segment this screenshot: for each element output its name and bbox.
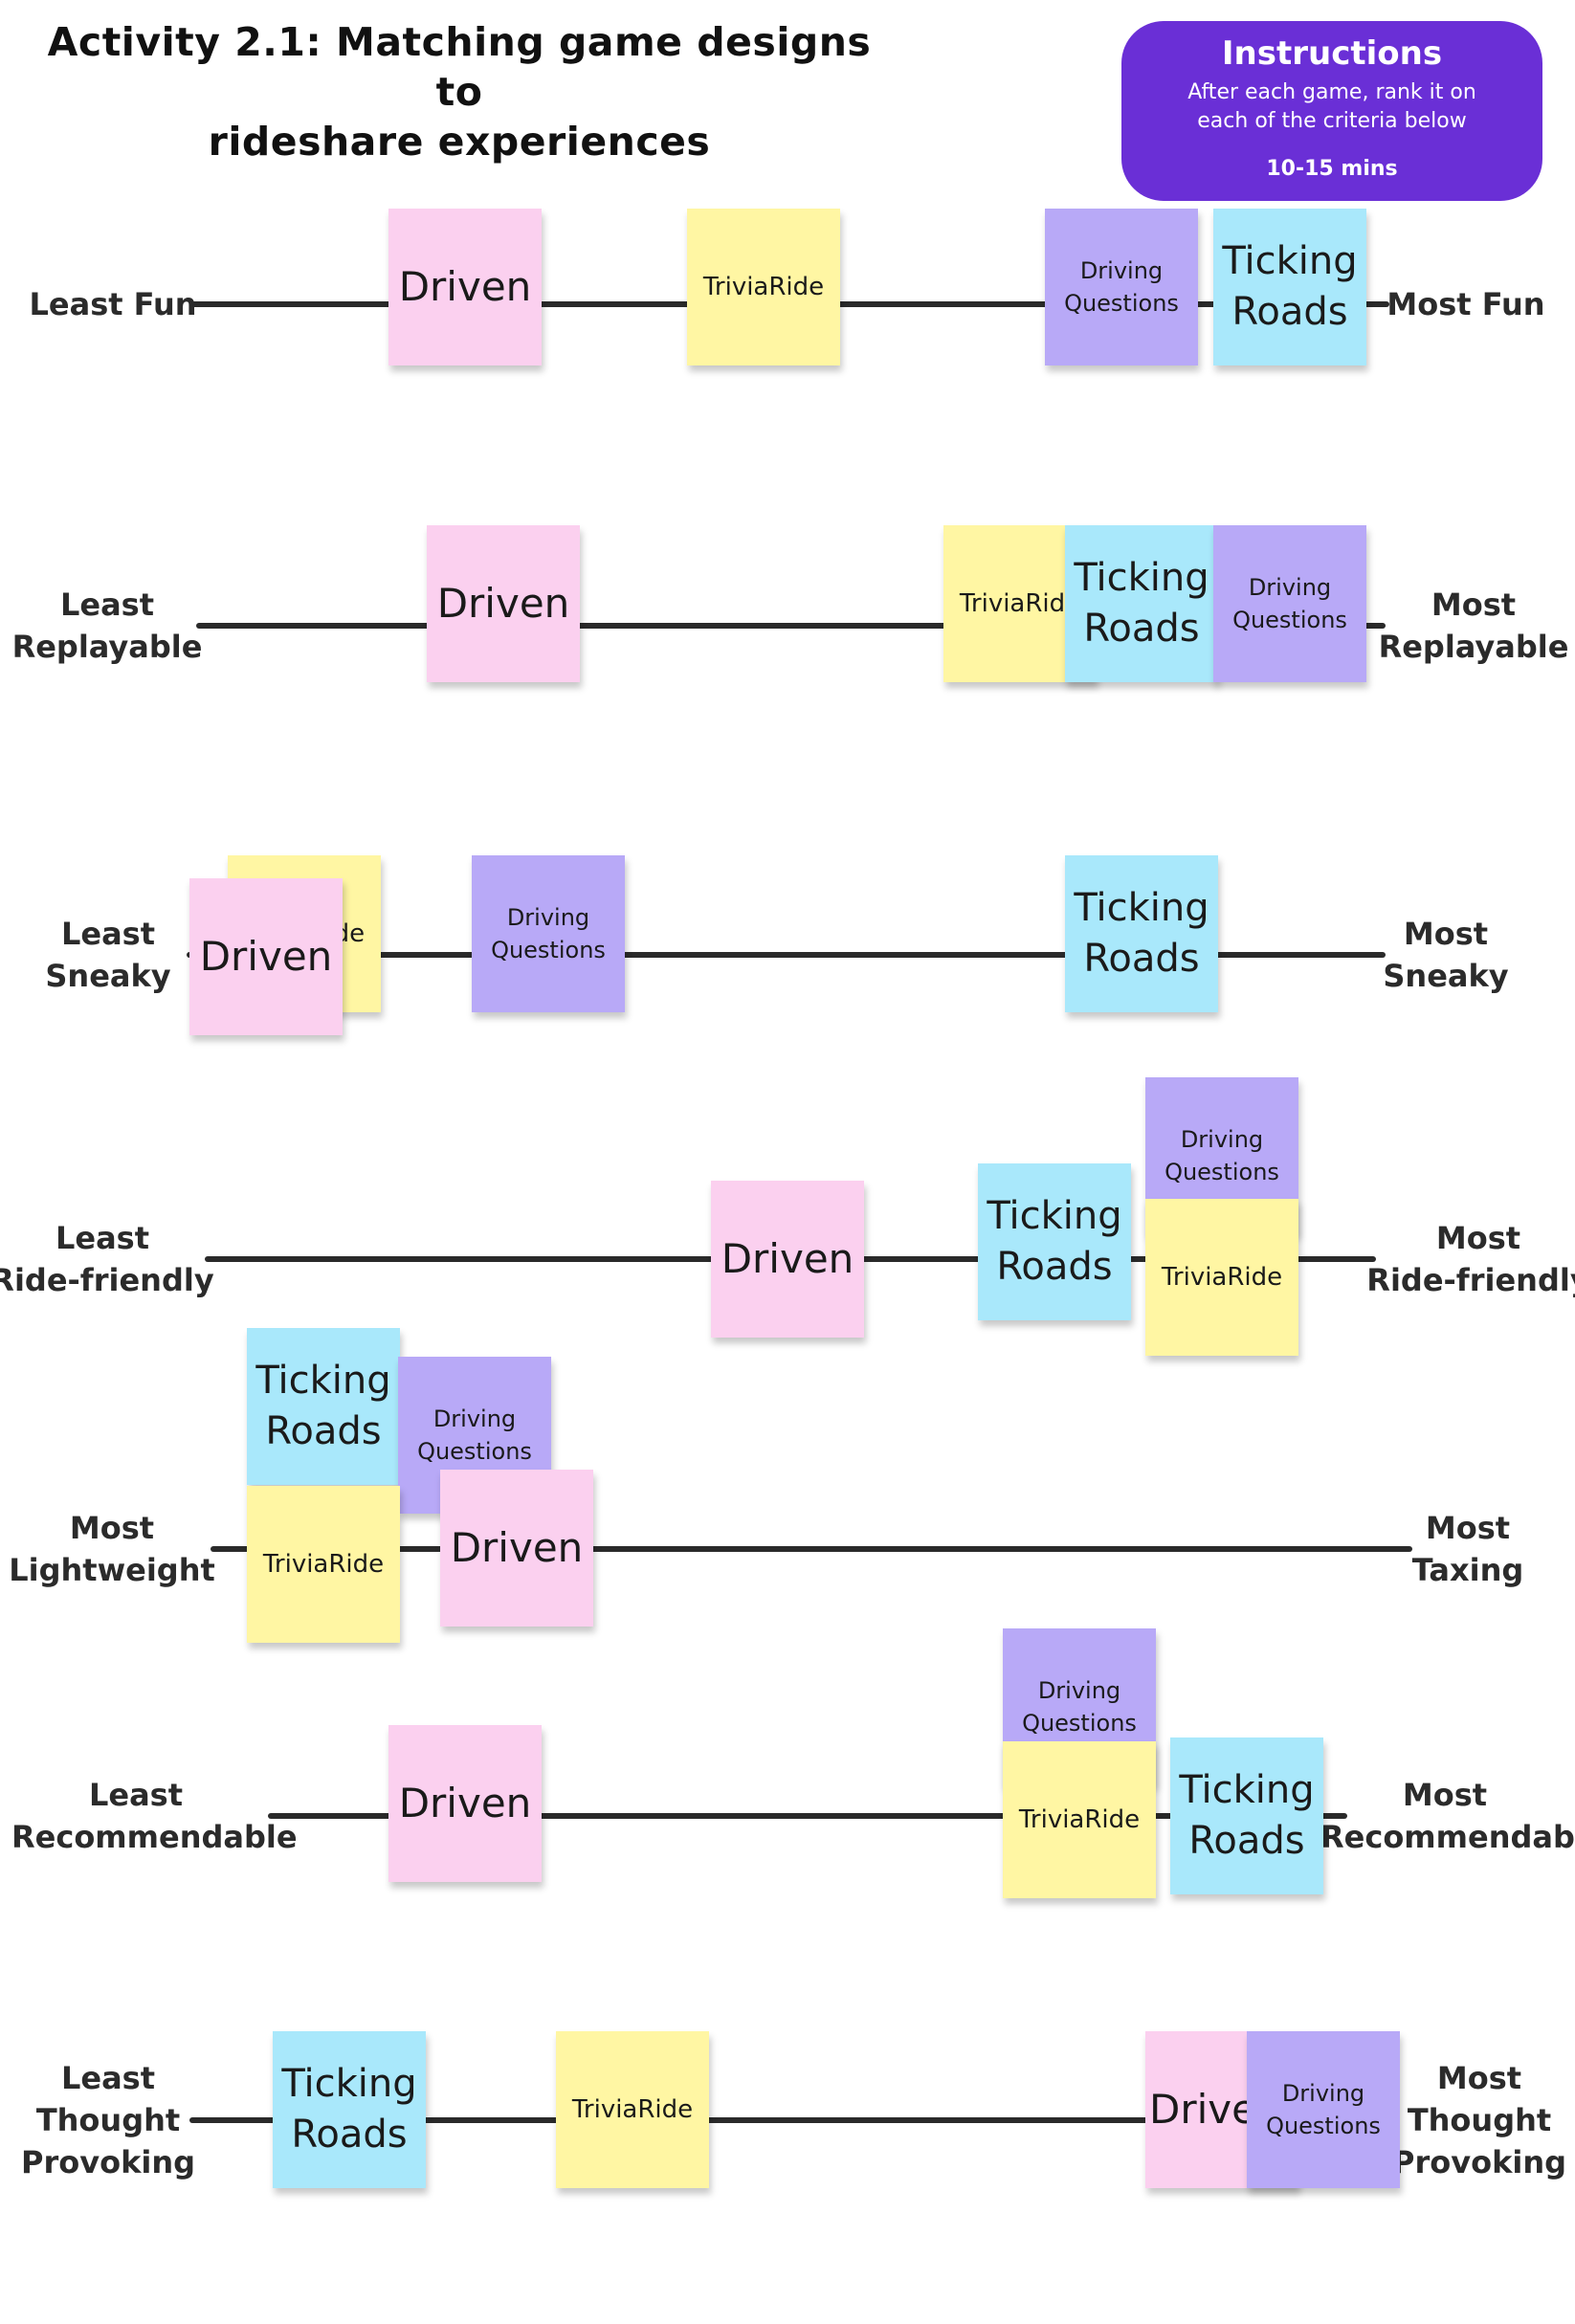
sticky-note-label: Driven — [199, 933, 333, 980]
sticky-note-ticking[interactable]: Ticking Roads — [1065, 525, 1218, 682]
scale-left-label: Least Replayable — [11, 587, 203, 665]
scale-right-label: Most Taxing — [1411, 1510, 1524, 1588]
sticky-note-label: TriviaRide — [1018, 1805, 1141, 1834]
scale-track-line — [268, 1813, 1347, 1819]
sticky-note-driven[interactable]: Driven — [711, 1181, 864, 1338]
sticky-note-label: TriviaRide — [571, 2095, 694, 2124]
sticky-note-label: Driving Questions — [1266, 2080, 1381, 2139]
sticky-note-trivia[interactable]: TriviaRide — [687, 209, 840, 365]
scale-left-label: Least Sneaky — [45, 916, 171, 994]
sticky-note-label: Driven — [436, 580, 570, 627]
ranking-scale: Least Thought Provoking Most Thought Prov… — [0, 0, 1575, 2188]
sticky-note-ticking[interactable]: Ticking Roads — [1213, 209, 1366, 365]
sticky-note-label: Ticking Roads — [1222, 239, 1358, 334]
scale-track-line — [211, 1546, 1412, 1552]
sticky-note-trivia[interactable]: TriviaRide — [247, 1486, 400, 1643]
instructions-card: Instructions After each game, rank it on… — [1121, 21, 1542, 201]
sticky-note-label: Driven — [721, 1235, 854, 1282]
sticky-note-ticking[interactable]: Ticking Roads — [1065, 855, 1218, 1012]
sticky-note-label: TriviaRide — [959, 589, 1081, 618]
sticky-note-label: Ticking Roads — [281, 2062, 417, 2157]
sticky-note-label: Driving Questions — [1064, 257, 1179, 317]
scale-left-label: Least Fun — [29, 286, 197, 322]
scale-left-label: Least Ride-friendly — [0, 1220, 214, 1298]
scale-left-label: Least Thought Provoking — [21, 2060, 195, 2180]
ranking-scale: Least Ride-friendly Most Ride-friendly Dri… — [0, 0, 1575, 1356]
sticky-note-ticking[interactable]: Ticking Roads — [1170, 1737, 1323, 1894]
sticky-note-label: Ticking Roads — [987, 1194, 1122, 1289]
sticky-note-label: TriviaRide — [1161, 1263, 1283, 1292]
sticky-note-label: Ticking Roads — [1074, 886, 1209, 981]
scale-right-label: Most Replayable — [1378, 587, 1569, 665]
sticky-note-label: Driving Questions — [417, 1405, 532, 1465]
sticky-note-questions[interactable]: Driving Questions — [472, 855, 625, 1012]
instructions-time: 10-15 mins — [1266, 157, 1398, 181]
scale-right-label: Most Fun — [1386, 286, 1545, 322]
sticky-note-label: Driving Questions — [1165, 1126, 1279, 1185]
instructions-body: After each game, rank it on each of the … — [1187, 80, 1476, 133]
sticky-note-trivia[interactable]: TriviaRide — [1145, 1199, 1298, 1356]
sticky-note-label: Driven — [450, 1524, 584, 1571]
scale-track-line — [187, 952, 1386, 958]
scale-left-label: Most Lightweight — [9, 1510, 215, 1588]
sticky-note-label: Ticking Roads — [255, 1359, 391, 1453]
sticky-note-label: Driving Questions — [491, 904, 606, 963]
sticky-note-label: Drive — [1149, 2086, 1256, 2133]
scale-right-label: Most Recommendable — [1320, 1777, 1575, 1855]
sticky-note-label: Driving Questions — [1232, 574, 1347, 633]
scale-left-label: Least Recommendable — [11, 1777, 298, 1855]
sticky-note-questions[interactable]: Driving Questions — [1213, 525, 1366, 682]
sticky-note-driven[interactable]: Driven — [388, 1725, 542, 1882]
scale-right-label: Most Thought Provoking — [1392, 2060, 1566, 2180]
scale-right-label: Most Ride-friendly — [1366, 1220, 1575, 1298]
sticky-note-label: Driven — [398, 1780, 532, 1826]
sticky-note-ticking[interactable]: Ticking Roads — [247, 1328, 400, 1485]
sticky-note-driven[interactable]: Driven — [440, 1470, 593, 1627]
sticky-note-label: Ticking Roads — [1179, 1768, 1315, 1863]
sticky-note-driven[interactable]: Driven — [189, 878, 343, 1035]
sticky-note-label: Driven — [398, 263, 532, 310]
sticky-note-driven[interactable]: Driven — [427, 525, 580, 682]
sticky-note-driven[interactable]: Driven — [388, 209, 542, 365]
activity-title: Activity 2.1: Matching game designs to r… — [47, 19, 872, 165]
sticky-note-label: TriviaRide — [262, 1550, 385, 1579]
instructions-heading: Instructions — [1221, 34, 1443, 73]
sticky-note-trivia[interactable]: TriviaRide — [1003, 1741, 1156, 1898]
sticky-note-questions[interactable]: Driving Questions — [1045, 209, 1198, 365]
ranking-scale: Most Lightweight Most Taxing Ticking Roads… — [0, 0, 1575, 1643]
scale-track-line — [196, 623, 1386, 629]
sticky-note-ticking[interactable]: Ticking Roads — [978, 1163, 1131, 1320]
sticky-note-ticking[interactable]: Ticking Roads — [273, 2031, 426, 2188]
ranking-scale: Least Recommendable Most Recommendable Dri… — [0, 0, 1575, 1898]
sticky-note-questions[interactable]: Driving Questions — [1247, 2031, 1400, 2188]
sticky-note-trivia[interactable]: TriviaRide — [556, 2031, 709, 2188]
sticky-note-label: TriviaRide — [702, 273, 825, 301]
scale-right-label: Most Sneaky — [1383, 916, 1509, 994]
sticky-note-label: Driving Questions — [1022, 1677, 1137, 1737]
ranking-scale: Least Fun Most Fun Driven TriviaRide Driving… — [0, 0, 1575, 365]
sticky-note-label: Ticking Roads — [1074, 556, 1209, 651]
